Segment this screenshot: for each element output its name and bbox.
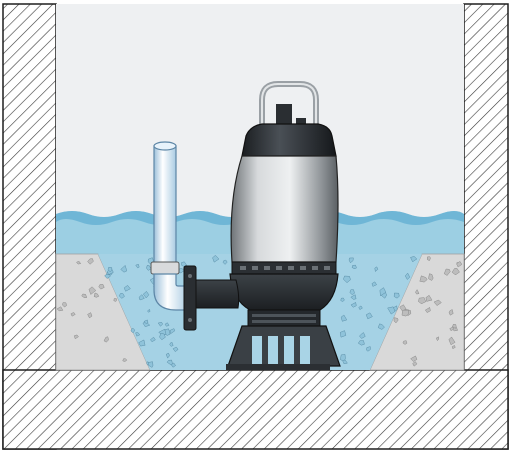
gravel-stone bbox=[114, 299, 117, 302]
